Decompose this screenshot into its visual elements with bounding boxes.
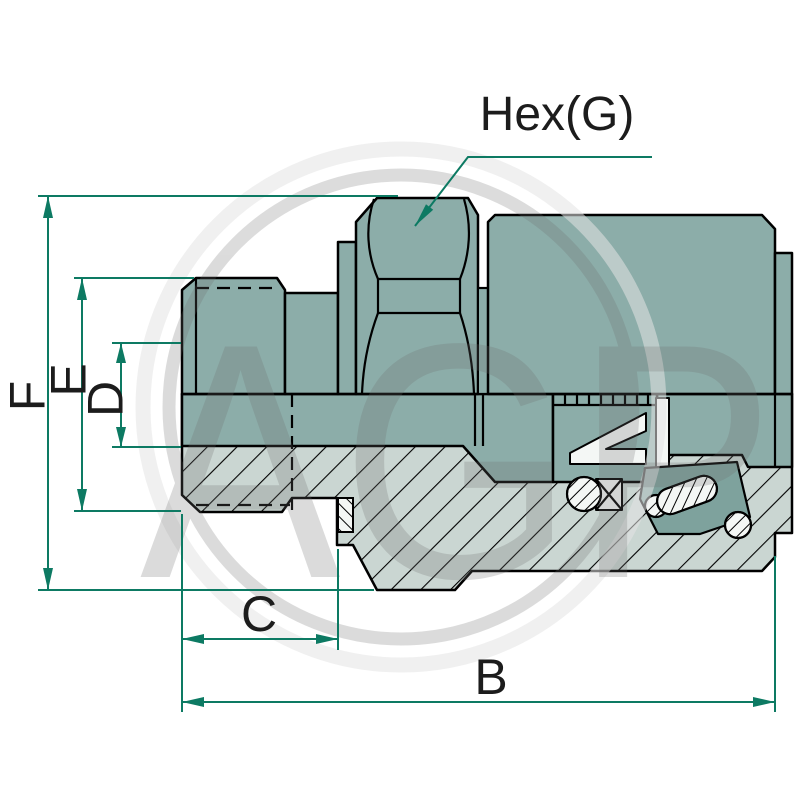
- watermark-text: AGP: [140, 274, 775, 648]
- o-ring-ball-left: [565, 475, 603, 513]
- dimension-label-b: B: [474, 649, 507, 705]
- locking-ball-right: [723, 510, 753, 540]
- labels: Hex(G) F E D C B: [0, 88, 634, 705]
- watermark-ring: [162, 168, 640, 646]
- section-detail-lines: [473, 394, 777, 467]
- spline-serrations: [553, 394, 657, 407]
- hex-leader-line: [414, 156, 652, 227]
- watermark: AGP: [135, 141, 775, 673]
- dimension-label-e: E: [41, 363, 97, 396]
- dimension-arrowheads: [43, 196, 775, 707]
- hex-facet-lines: [360, 198, 476, 395]
- valve-seat-notch: [569, 412, 647, 465]
- tail-nipple: [773, 251, 794, 396]
- shoulder-seal: [337, 497, 354, 533]
- dimension-label-f: F: [0, 381, 56, 412]
- hex-leader-arrowhead: [415, 204, 434, 226]
- locking-roller: [655, 474, 719, 516]
- watermark-outer-ring: [135, 141, 667, 673]
- dimensioning: [38, 156, 776, 712]
- extension-lines: [38, 195, 776, 712]
- hex-callout-label: Hex(G): [480, 88, 635, 141]
- spacer-ring: [479, 289, 488, 393]
- hidden-thread-lines: [196, 394, 294, 510]
- dimension-label-d: D: [78, 381, 134, 417]
- dimension-label-c: C: [241, 586, 277, 642]
- sectioned-lower-half: [180, 392, 794, 592]
